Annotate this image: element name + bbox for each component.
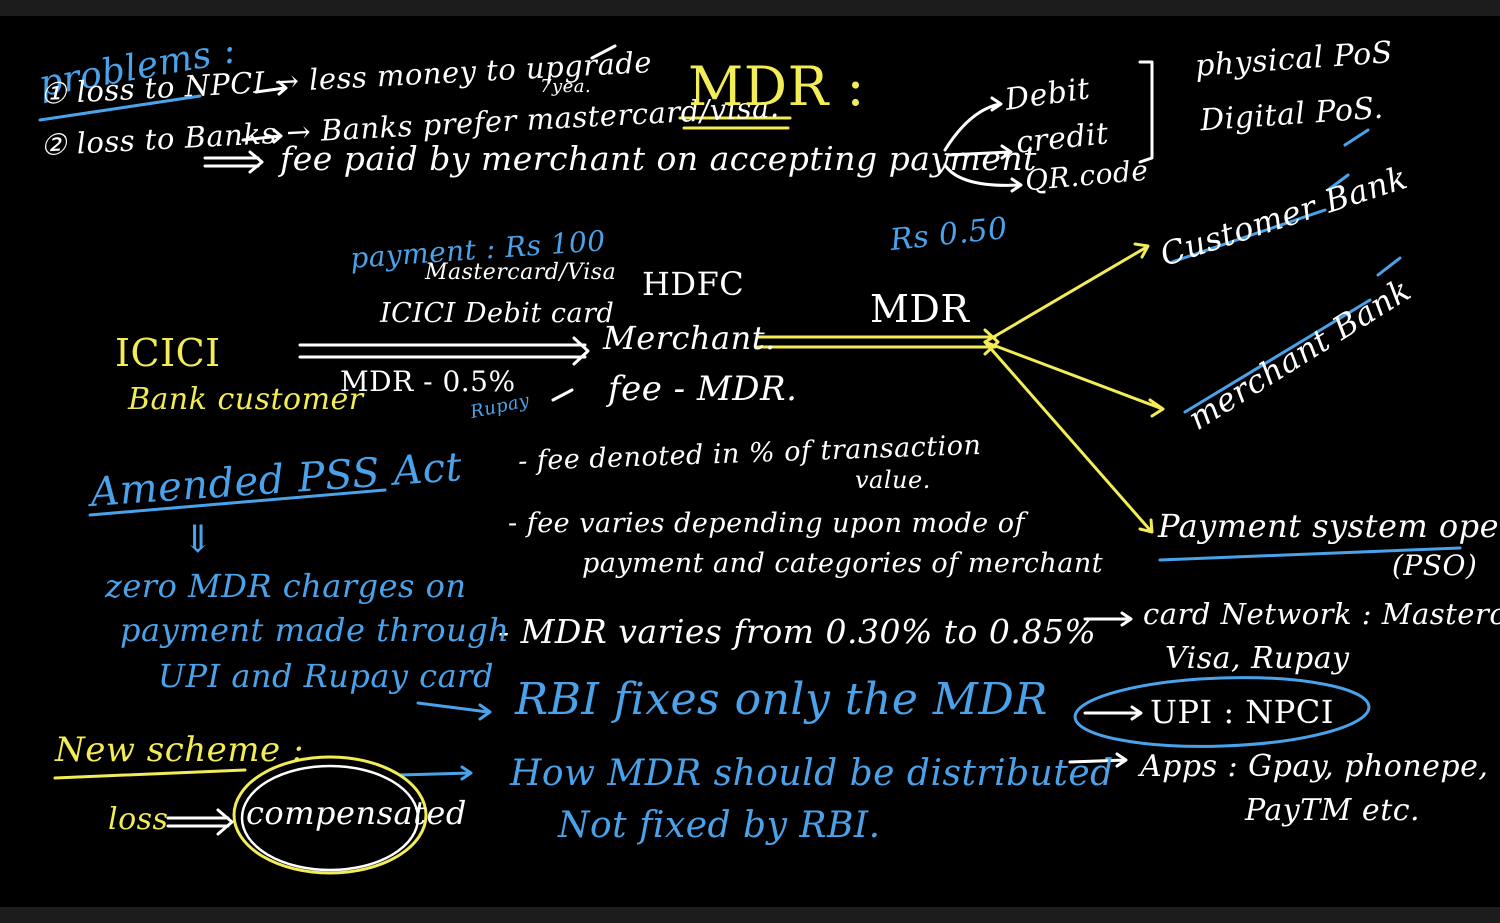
note-5-line-1: How MDR should be distributed [510, 753, 1114, 794]
mdr-definition: fee paid by merchant on accepting paymen… [280, 139, 1037, 178]
pss-line-1: zero MDR charges on [105, 567, 467, 605]
pso-apps-2: PayTM etc. [1245, 793, 1421, 828]
arrow-to-pso [983, 340, 1154, 534]
pss-line-3: UPI and Rupay card [158, 657, 494, 695]
mdr-heading: MDR : [688, 55, 866, 118]
underline-merchant-bank [1183, 256, 1402, 414]
note-3: - MDR varies from 0.30% to 0.85% [498, 612, 1097, 651]
underline-pos [1343, 128, 1370, 147]
pso-apps-1: Apps : Gpay, phonepe, [1140, 749, 1489, 784]
top-window-strip [0, 0, 1500, 16]
pso-card-1: card Network : Mastercard [1143, 597, 1500, 631]
flow-customer-1: ICICI [115, 331, 221, 375]
underline-pss [88, 488, 387, 517]
pss-line-2: payment made through [120, 611, 510, 649]
flow-payment-2: Mastercard/Visa [425, 260, 617, 285]
note-2-line-2: payment and categories of merchant [582, 548, 1104, 579]
arrow-merchant-mdr [756, 328, 1000, 356]
underline-new-scheme [53, 768, 247, 780]
arrow-upi [1083, 705, 1143, 721]
flow-merchant-2: Merchant. [603, 319, 776, 357]
arrow-banks [241, 128, 283, 144]
tick-upgrade [590, 44, 617, 60]
circle-upi [1073, 676, 1371, 748]
pso-card-2: Visa, Rupay [1165, 641, 1350, 676]
underline-pso [1158, 546, 1462, 562]
flow-below-arrow: MDR - 0.5% [340, 365, 516, 398]
note-1-line-2: value. [855, 466, 931, 494]
flow-payment-3: ICICI Debit card [380, 298, 615, 329]
flow-pso-1: Payment system operator [1158, 507, 1500, 545]
flow-merchant-3: fee - MDR. [608, 369, 798, 409]
scheme-loss: loss [108, 802, 169, 837]
flow-pso-2: (PSO) [1392, 549, 1478, 582]
underline-mdr [678, 116, 792, 130]
arrow-double [203, 150, 264, 174]
arrow-debit [943, 96, 1003, 152]
arrow-npci [254, 80, 288, 96]
scheme-title: New scheme : [55, 730, 304, 770]
bottom-window-strip [0, 907, 1500, 923]
arrow-credit [946, 144, 1013, 160]
pso-upi: UPI : NPCI [1150, 693, 1334, 731]
arrow-to-customer-bank [983, 242, 1150, 344]
arrow-upi-rbi [416, 701, 492, 721]
arrow-apps [1068, 752, 1128, 768]
arrow-loss [166, 808, 234, 836]
scheme-compensated: compensated [246, 794, 467, 832]
circle-compensated-inner [240, 764, 420, 872]
arrow-to-merchant-bank [983, 340, 1165, 418]
arrow-compensated [398, 765, 473, 781]
arrow-qr [943, 163, 1023, 193]
note-4: RBI fixes only the MDR [515, 674, 1048, 725]
arrow-customer-merchant [298, 336, 590, 366]
note-5-line-2: Not fixed by RBI. [558, 805, 881, 846]
pss-arrow: ⇓ [182, 517, 215, 561]
tick-rupay [551, 388, 574, 402]
flow-mdr-label: MDR [870, 287, 970, 331]
underline-customer-bank [1170, 173, 1350, 264]
underline-problems [38, 94, 202, 122]
circle-compensated [232, 755, 428, 875]
note-2-line-1: - fee varies depending upon mode of [508, 508, 1025, 539]
arrow-card-network [1083, 611, 1133, 627]
bracket-modes [1138, 60, 1154, 164]
flow-customer-2: Bank customer [128, 382, 364, 417]
problems-line-1-tail: 7yea. [540, 76, 592, 97]
flow-merchant-1: HDFC [642, 265, 745, 303]
